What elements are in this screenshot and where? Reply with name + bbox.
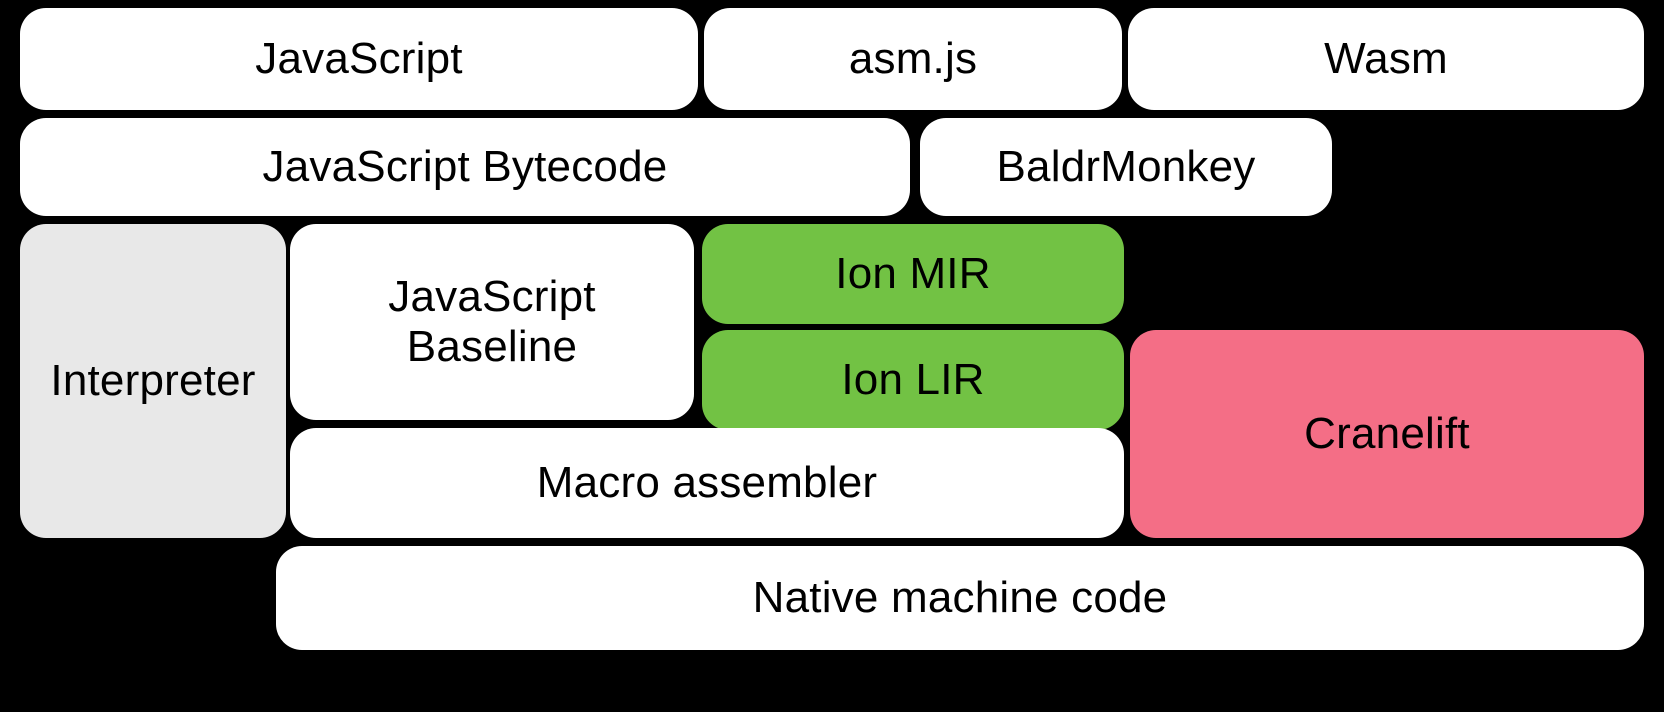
- box-interpreter[interactable]: Interpreter: [20, 224, 286, 538]
- box-baldrmonkey[interactable]: BaldrMonkey: [920, 118, 1332, 216]
- box-wasm[interactable]: Wasm: [1128, 8, 1644, 110]
- box-native-machine-code[interactable]: Native machine code: [276, 546, 1644, 650]
- box-javascript-baseline[interactable]: JavaScript Baseline: [290, 224, 694, 420]
- box-ion-mir[interactable]: Ion MIR: [702, 224, 1124, 324]
- box-macro-assembler[interactable]: Macro assembler: [290, 428, 1124, 538]
- box-cranelift[interactable]: Cranelift: [1130, 330, 1644, 538]
- box-ion-lir[interactable]: Ion LIR: [702, 330, 1124, 430]
- box-javascript[interactable]: JavaScript: [20, 8, 698, 110]
- box-asm-js[interactable]: asm.js: [704, 8, 1122, 110]
- box-javascript-bytecode[interactable]: JavaScript Bytecode: [20, 118, 910, 216]
